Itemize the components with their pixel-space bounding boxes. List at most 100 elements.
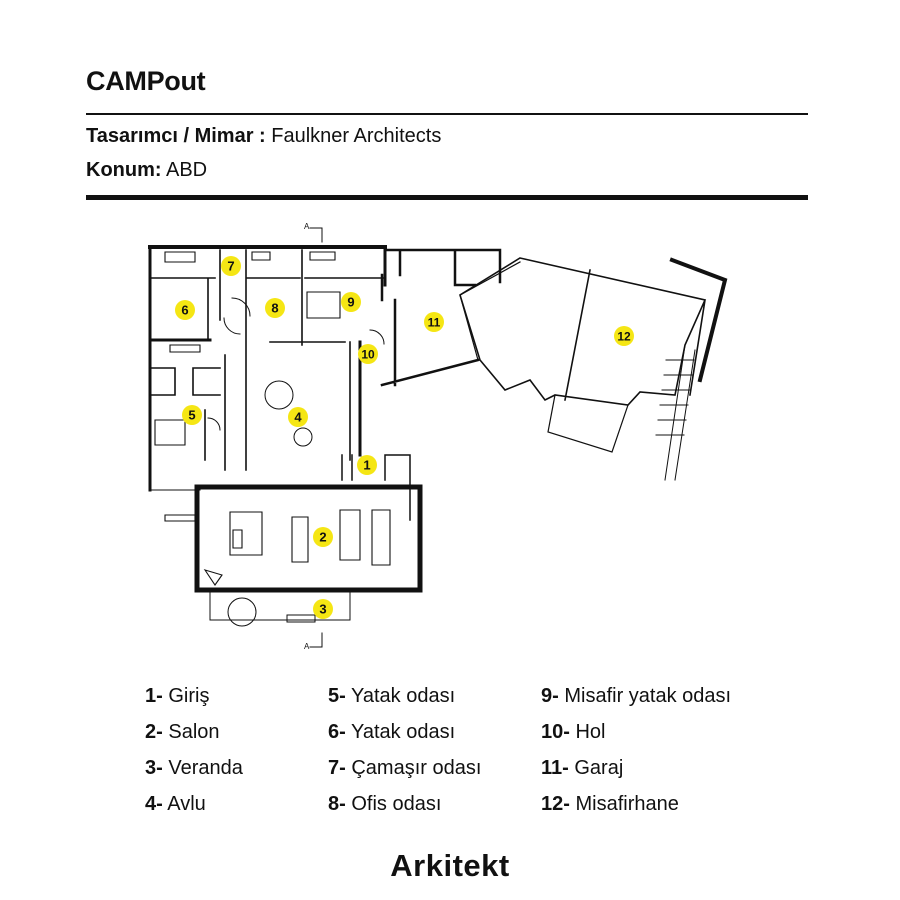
- room-marker-circle: [424, 312, 444, 332]
- legend-number: 11-: [541, 757, 569, 779]
- legend-number: 4-: [145, 793, 163, 815]
- room-marker-3: 3: [313, 599, 333, 619]
- room-marker-10: 10: [358, 344, 378, 364]
- legend-number: 10-: [541, 721, 570, 743]
- plan-wall-west: [148, 245, 212, 492]
- room-marker-circle: [341, 292, 361, 312]
- legend-number: 3-: [145, 757, 163, 779]
- room-marker-number: 8: [271, 301, 278, 316]
- legend-number: 2-: [145, 721, 163, 743]
- plan-entry: [341, 454, 411, 521]
- location-label: Konum:: [86, 159, 162, 181]
- room-marker-number: 9: [347, 295, 354, 310]
- plan-porch: [209, 589, 351, 621]
- room-marker-2: 2: [313, 527, 333, 547]
- header-divider: [86, 113, 808, 115]
- legend-item: 1- Giriş: [145, 684, 243, 720]
- room-marker-circle: [358, 344, 378, 364]
- room-marker-circle: [288, 407, 308, 427]
- room-marker-circle: [175, 300, 195, 320]
- plan-section-cut-top: [309, 227, 323, 243]
- room-marker-4: 4: [288, 407, 308, 427]
- room-marker-number: 12: [617, 330, 631, 344]
- page-title: CAMPout: [86, 66, 206, 96]
- section-label-top: A: [304, 222, 310, 231]
- legend-item: 7- Çamaşır odası: [328, 756, 481, 792]
- legend-item: 11- Garaj: [541, 756, 731, 792]
- plan-courtyard-pot: [293, 427, 313, 447]
- room-marker-circle: [313, 527, 333, 547]
- room-marker-number: 10: [361, 348, 375, 362]
- legend-number: 7-: [328, 757, 346, 779]
- legend-item: 10- Hol: [541, 720, 731, 756]
- legend-label: Avlu: [167, 793, 206, 815]
- legend-label: Yatak odası: [351, 721, 456, 743]
- plan-living-walls: [194, 484, 423, 593]
- legend-item: 4- Avlu: [145, 792, 243, 828]
- legend-number: 1-: [145, 685, 163, 707]
- room-marker-circle: [614, 326, 634, 346]
- legend-number: 5-: [328, 685, 346, 707]
- room-marker-9: 9: [341, 292, 361, 312]
- legend-item: 6- Yatak odası: [328, 720, 481, 756]
- legend-label: Garaj: [574, 757, 624, 779]
- plan-guesthouse-wall: [669, 257, 728, 383]
- plan-courtyard-tree: [264, 380, 294, 410]
- legend-label: Misafir yatak odası: [564, 685, 732, 707]
- legend-label: Misafirhane: [575, 793, 679, 815]
- meta-divider: [86, 195, 808, 200]
- room-marker-number: 1: [363, 458, 370, 473]
- plan-doors: [207, 297, 385, 431]
- plan-partitions: [149, 249, 386, 471]
- designer-label: Tasarımcı / Mimar :: [86, 125, 266, 147]
- legend-item: 9- Misafir yatak odası: [541, 684, 731, 720]
- legend-item: 5- Yatak odası: [328, 684, 481, 720]
- room-marker-12: 12: [614, 326, 634, 346]
- legend-label: Veranda: [168, 757, 243, 779]
- legend-item: 8- Ofis odası: [328, 792, 481, 828]
- room-marker-number: 2: [319, 530, 326, 545]
- room-marker-number: 11: [428, 316, 441, 330]
- room-marker-8: 8: [265, 298, 285, 318]
- legend-label: Yatak odası: [351, 685, 456, 707]
- room-marker-number: 7: [227, 259, 234, 274]
- room-marker-5: 5: [182, 405, 202, 425]
- room-marker-circle: [221, 256, 241, 276]
- legend-label: Ofis odası: [351, 793, 442, 815]
- plan-porch-bench: [286, 614, 316, 623]
- legend-item: 12- Misafirhane: [541, 792, 731, 828]
- legend-label: Salon: [168, 721, 220, 743]
- room-marker-number: 5: [188, 408, 195, 423]
- plan-guesthouse: [459, 257, 707, 406]
- legend-label: Çamaşır odası: [351, 757, 482, 779]
- plan-guesthouse-deck: [547, 394, 629, 453]
- section-label-bottom: A: [304, 642, 310, 651]
- legend-number: 9-: [541, 685, 559, 707]
- plan-porch-table: [227, 597, 257, 627]
- room-marker-circle: [357, 455, 377, 475]
- room-marker-7: 7: [221, 256, 241, 276]
- plan-section-cut-bottom: [309, 632, 323, 648]
- plan-living-furniture: [203, 509, 391, 586]
- legend-item: 2- Salon: [145, 720, 243, 756]
- legend-number: 8-: [328, 793, 346, 815]
- designer-value: Faulkner Architects: [271, 125, 442, 147]
- legend-item: 3- Veranda: [145, 756, 243, 792]
- room-marker-number: 3: [319, 602, 326, 617]
- plan-fixtures: [149, 251, 341, 522]
- room-marker-circle: [313, 599, 333, 619]
- room-marker-1: 1: [357, 455, 377, 475]
- legend-number: 12-: [541, 793, 570, 815]
- location-row: Konum: ABD: [86, 158, 207, 182]
- legend-label: Hol: [575, 721, 606, 743]
- location-value: ABD: [166, 159, 208, 181]
- legend-label: Giriş: [168, 685, 210, 707]
- room-marker-circle: [182, 405, 202, 425]
- room-marker-number: 6: [181, 303, 188, 318]
- room-marker-11: 11: [424, 312, 444, 332]
